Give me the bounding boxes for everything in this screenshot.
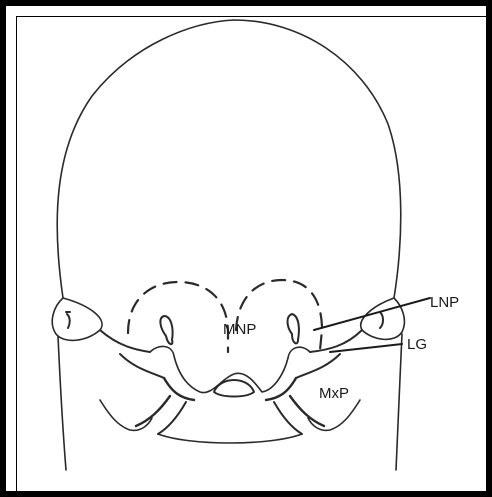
left-jaw-branch <box>136 396 170 426</box>
right-inner-contour <box>308 400 360 430</box>
left-groove-lower <box>120 354 164 378</box>
right-nasal-pit <box>288 314 299 343</box>
left-inner-contour <box>100 400 152 430</box>
mnp-dashed-right <box>236 280 322 350</box>
right-groove-lower <box>296 354 340 378</box>
left-side-contour <box>58 336 66 470</box>
left-eye-mark <box>66 312 70 328</box>
label-mxp: MxP <box>319 385 349 402</box>
left-eye-outline <box>52 298 102 340</box>
label-lg: LG <box>407 336 427 353</box>
left-groove-upper <box>100 330 150 352</box>
lnp-pointer-line <box>314 298 430 330</box>
label-mnp: MNP <box>223 321 256 338</box>
left-nasal-pit <box>160 316 172 344</box>
mnp-dashed-left <box>128 282 228 352</box>
right-side-contour <box>396 334 402 470</box>
chin-contour <box>158 434 302 443</box>
right-eye-mark <box>380 312 383 328</box>
label-lnp: LNP <box>430 294 459 311</box>
head-outline <box>57 20 401 298</box>
central-face-contour <box>150 346 310 392</box>
